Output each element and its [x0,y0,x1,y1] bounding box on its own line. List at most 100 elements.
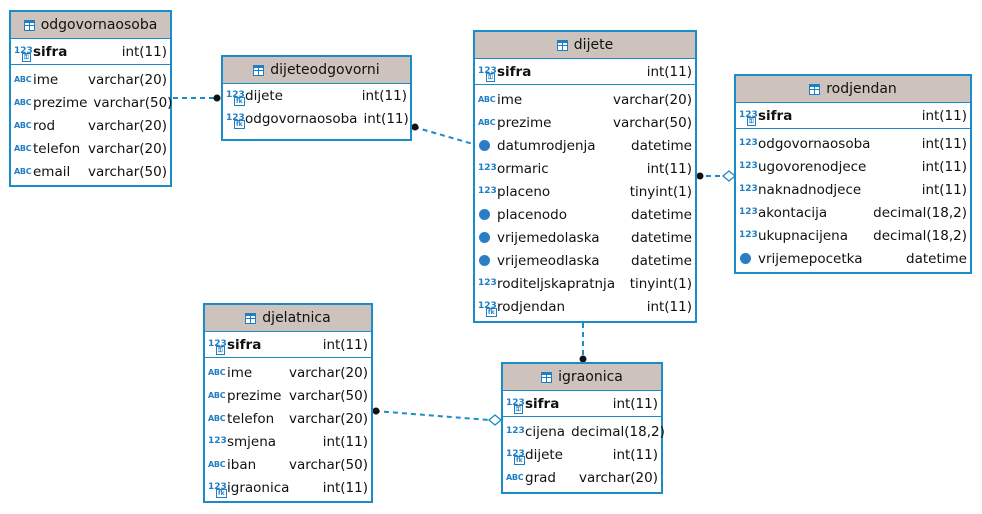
column-name: odgovornaosoba [758,135,871,152]
text-icon: ABC [14,143,32,153]
text-icon: ABC [208,459,226,469]
column-name: sifra [525,395,560,412]
clock-icon [478,140,497,151]
text-icon: ABC [14,74,32,84]
column-type: varchar(50) [288,387,368,404]
text-icon: ABC [478,117,496,127]
column-name: igraonica [227,479,290,496]
table-header[interactable]: rodjendan [736,76,970,103]
column-type: datetime [631,252,692,269]
table-header[interactable]: djelatnica [205,305,371,332]
column-name: grad [525,469,556,486]
column-name: ime [33,71,59,88]
column-type: int(11) [612,446,658,463]
text-icon: ABC [14,97,32,107]
numeric-icon: 123 [739,184,758,194]
column-name: vrijemeodlaska [497,252,600,269]
table-header[interactable]: dijete [475,32,695,59]
text-icon: ABC [208,413,226,423]
table-icon [245,312,257,324]
text-icon: ABC [208,390,226,400]
column-type: varchar(50) [612,114,692,131]
column-type: varchar(20) [288,410,368,427]
column-type: int(11) [921,135,967,152]
column-type: varchar(50) [87,163,167,180]
table-icon [556,39,568,51]
column-type: varchar(50) [288,456,368,473]
text-icon: ABC [478,94,496,104]
column-name: telefon [33,140,81,157]
column-name: smjena [227,433,277,450]
table-header[interactable]: dijeteodgovorni [223,57,410,84]
link-end-dot [213,94,221,102]
numeric-key-icon: 123⚿ [506,398,525,414]
column-name: roditeljskapratnja [497,275,616,292]
column-row[interactable]: vrijemeodlaska datetime [475,249,695,272]
numeric-icon: 123 [739,138,758,148]
numeric-icon: 123 [208,436,227,446]
column-type: datetime [631,229,692,246]
link-end-dot [372,407,380,415]
text-icon: ABC [506,472,524,482]
column-name: placenodo [497,206,567,223]
table-header[interactable]: igraonica [503,364,661,391]
column-type: int(11) [921,158,967,175]
table-name: djelatnica [262,310,331,326]
column-name: prezime [227,387,282,404]
column-name: ugovorenodjece [758,158,867,175]
column-type: varchar(20) [87,71,167,88]
column-type: int(11) [921,107,967,124]
column-type: datetime [631,137,692,154]
column-type: datetime [906,250,967,267]
column-type: varchar(20) [612,91,692,108]
column-type: varchar(20) [87,140,167,157]
column-type: varchar(20) [288,364,368,381]
column-name: iban [227,456,257,473]
table-header[interactable]: odgovornaosoba [11,12,170,39]
clock-icon [478,255,497,266]
